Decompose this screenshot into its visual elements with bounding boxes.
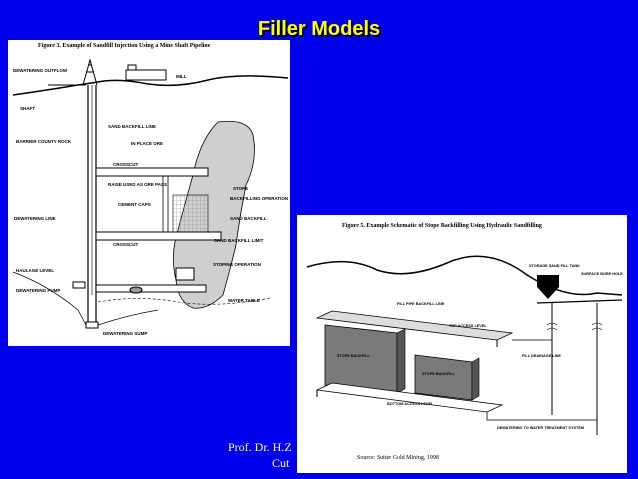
ground-surface-5 — [306, 255, 623, 296]
haulage-level — [95, 284, 207, 293]
water-table-line — [97, 297, 271, 305]
label-barrier-country-rock: BARRIER COUNTY ROCK — [16, 139, 72, 144]
headframe — [82, 58, 98, 86]
label-drainage-line: FILL DRAINAGE LINE — [522, 354, 561, 358]
label-cement-caps: CEMENT CAPS — [118, 202, 151, 207]
label-stope-backfill-left: STOPE BACKFILL — [337, 354, 371, 358]
stope-block-right — [414, 354, 473, 401]
stope-block-left-side — [396, 328, 406, 394]
label-backfill-line: FILL PIPE BACKFILL LINE — [397, 302, 445, 306]
stope-block-right-side — [471, 357, 480, 401]
figure-3-drawing: DEWATERING OUTFLOW MILL SHAFT SAND BACKF… — [12, 58, 289, 336]
storage-tank — [537, 275, 559, 299]
figure-3-sandfill-injection: Figure 3. Example of Sandfill Injection … — [8, 40, 290, 346]
label-stoping-operation: STOPING OPERATION — [213, 262, 261, 267]
ore-car — [129, 286, 143, 294]
dewatering-sump — [85, 321, 99, 329]
ground-surface — [12, 75, 289, 96]
figure-3-caption: Figure 3. Example of Sandfill Injection … — [38, 43, 211, 49]
label-sand-backfill: SAND BACKFILL — [230, 216, 267, 221]
footer-subtitle: Cut — [272, 456, 290, 470]
label-dewatering-outflow: DEWATERING OUTFLOW — [13, 68, 68, 73]
label-crosscut-upper: CROSSCUT — [113, 162, 139, 167]
figure-5-drawing: STORAGE SAND FILL TANK SURFACE BORE HOLE… — [306, 255, 623, 435]
crosscut-lower — [95, 231, 222, 241]
label-water-table: WATER TABLE — [228, 298, 260, 303]
figure-5-source: Source: Sutter Gold Mining, 1998 — [357, 455, 439, 461]
label-storage-tank: STORAGE SAND FILL TANK — [529, 264, 580, 268]
slide-title: Filler Models — [257, 18, 381, 40]
label-stope-backfill-right: STOPE BACKFILL — [422, 372, 456, 376]
bottom-access-drift — [315, 382, 504, 413]
label-sand-backfill-limit: SAND BACKFILL LIMIT — [214, 238, 264, 243]
label-in-place-ore: IN PLACE ORE — [131, 141, 163, 146]
crosscut-upper — [95, 167, 209, 177]
stope-block-left — [324, 324, 398, 394]
stoping-box — [175, 267, 195, 281]
label-bottom-access-level: BOTTOM ACCESS LEVEL — [387, 402, 434, 406]
footer-author: Prof. Dr. H.Z — [228, 440, 292, 454]
label-surface-bore-hole: SURFACE BORE HOLE — [581, 272, 623, 276]
dewatering-pump — [72, 281, 86, 289]
label-dewatering-line: DEWATERING LINE — [14, 216, 56, 221]
figure-5-hydraulic-sandfilling: Figure 5. Example Schematic of Stope Bac… — [297, 215, 627, 473]
label-top-access-level: TOP ACCESS LEVEL — [449, 324, 487, 328]
top-access-drift — [315, 310, 514, 341]
label-backfilling-operation: BACKFILLING OPERATION — [230, 196, 288, 201]
drainage-pipe — [486, 412, 597, 421]
label-haulage-level: HAULAGE LEVEL — [16, 268, 54, 273]
break-mark-1 — [546, 322, 558, 331]
label-crosscut-lower: CROSSCUT — [113, 242, 139, 247]
label-dewatering-line-5: DEWATERING TO WATER TREATMENT SYSTEM — [497, 426, 584, 430]
label-sand-backfill-line: SAND BACKFILL LINE — [108, 124, 156, 129]
surface-pipe — [536, 299, 623, 304]
figure-5-caption: Figure 5. Example Schematic of Stope Bac… — [342, 223, 542, 229]
label-dewatering-pump: DEWATERING PUMP — [16, 288, 60, 293]
label-shaft: SHAFT — [20, 106, 35, 111]
label-stope: STOPE — [233, 186, 248, 191]
label-mill: MILL — [176, 74, 187, 79]
break-mark-2 — [591, 322, 603, 331]
mill-building — [125, 69, 167, 81]
mill-stack — [127, 64, 137, 71]
bedrock-profile — [12, 271, 159, 326]
label-raise: RAISE USED AS ORE PASS — [108, 182, 167, 187]
label-dewatering-sump: DEWATERING SUMP — [103, 331, 147, 336]
backfilled-stope — [172, 194, 209, 236]
